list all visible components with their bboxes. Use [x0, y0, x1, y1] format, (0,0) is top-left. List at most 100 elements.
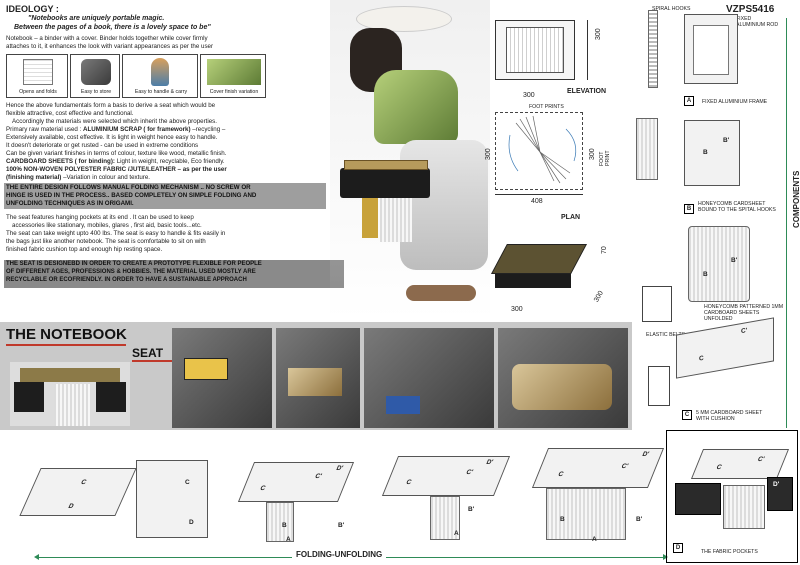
letter-b-prime: B'	[636, 516, 643, 523]
render-pocket	[14, 382, 44, 412]
thumbnail-strip: Opens and folds Easy to store Easy to ha…	[6, 54, 266, 98]
frame-opening	[693, 25, 729, 75]
render-fabric-top	[20, 368, 120, 382]
photo-monks	[498, 328, 628, 428]
foot-print-side-label: FOOT PRINT	[599, 150, 611, 166]
components-side-label: COMPONENTS	[792, 170, 800, 228]
badge-b: B	[684, 204, 694, 214]
elevation-drawing	[495, 20, 575, 80]
manual-mechanism-block: THE ENTIRE DESIGN FOLLOWS MANUAL FOLDING…	[4, 183, 326, 209]
cardboard-line: CARDBOARD SHEETS ( for binding): Light i…	[6, 158, 225, 166]
material-line: Primary raw material used : ALUMINIUM SC…	[6, 126, 225, 134]
sun-hat	[356, 6, 452, 32]
folding-label: FOLDING-UNFOLDING	[292, 550, 387, 559]
aluminium-frame-drawing	[684, 14, 738, 84]
iso-seat-render	[491, 236, 595, 296]
summary-line: OF DIFFERENT AGES, PROFESSIONS & HOBBIES…	[6, 269, 256, 275]
cardboard-bold: CARDBOARD SHEETS ( for binding):	[6, 158, 115, 165]
fold-step-4-top: C' C D'	[381, 456, 511, 496]
letter-b: B	[560, 516, 565, 523]
letter-c-prime: C'	[313, 473, 323, 480]
person-illustration	[151, 58, 169, 86]
notebook-seat-product	[340, 160, 430, 198]
spiral-hooks-drawing	[648, 10, 658, 88]
plan-bottom-dim: 408	[531, 198, 543, 205]
photo-seat-in-bag	[184, 358, 228, 380]
body-line: Hence the above fundamentals form a basi…	[6, 102, 216, 109]
elevation-dim: 300	[595, 28, 602, 40]
fold-step-3-top: C' C D'	[237, 462, 355, 502]
material-lead: Primary raw material used :	[6, 126, 82, 133]
feature-line: finished fabric cushion top and enough h…	[6, 246, 163, 253]
notebook-illustration	[23, 59, 53, 85]
letter-c: C	[185, 479, 190, 486]
title-line-2: SEAT	[132, 346, 164, 360]
feature-line: the bags just like another notebook. The…	[6, 238, 206, 245]
photo-seat-blue	[386, 396, 420, 414]
summary-line: RECYCLABLE OR ECOFRIENDLY. IN ORDER TO H…	[6, 277, 247, 283]
letter-c: C	[556, 471, 565, 478]
iso-dim-height: 70	[601, 246, 608, 254]
elevation-label: ELEVATION	[567, 88, 607, 95]
letter-b-prime: B'	[468, 506, 475, 513]
woman-seated-photo	[330, 0, 490, 320]
plan-fan-svg	[508, 115, 577, 184]
photo-bag-fabric	[288, 368, 342, 396]
letter-c: C	[699, 354, 704, 363]
letter-a: A	[592, 536, 597, 543]
feature-line: accessories like stationary, mobiles, gl…	[12, 222, 202, 229]
honeycomb-unfolded-label: HONEYCOMB PATTERNED 1MM CARDBOARD SHEETS…	[704, 304, 784, 322]
thumb-label: Easy to handle & carry	[134, 89, 188, 95]
photo-bag-carry	[172, 328, 272, 428]
summary-line: THE SEAT IS DESIGNEBD IN ORDER TO CREATE…	[6, 261, 262, 267]
photo-shoulder-bag	[276, 328, 360, 428]
feature-line: The seat features hanging pockets at its…	[6, 214, 194, 221]
iso-seat-front	[495, 274, 571, 288]
fabric-line-2: (finishing material) –Variation in colou…	[6, 174, 150, 182]
letter-c-prime: C'	[465, 469, 475, 476]
letter-a: A	[286, 536, 291, 543]
plan-label: PLAN	[561, 214, 581, 221]
render-honeycomb	[54, 384, 90, 426]
letter-c: C	[258, 485, 267, 492]
fabric-bold-2: (finishing material)	[6, 174, 62, 181]
fold-step-4-legs	[430, 496, 460, 540]
badge-c: C	[682, 410, 692, 420]
elevation-dim-line	[587, 20, 588, 80]
title-underline	[6, 344, 126, 346]
letter-d: D	[66, 503, 75, 510]
title-band: THE NOTEBOOK SEAT	[0, 322, 632, 430]
plan-top-dim: 300	[523, 92, 535, 99]
seat-honeycomb	[380, 198, 412, 242]
fabric-pockets-label: THE FABRIC POCKETS	[701, 549, 758, 555]
letter-d: D	[189, 519, 194, 526]
folding-arrow-left	[34, 554, 39, 560]
plan-drawing	[495, 112, 583, 190]
letter-b-prime: B'	[723, 137, 730, 144]
cushion-sheet-drawing: C' C	[676, 317, 774, 379]
fabric-line: 100% NON-WOVEN POLYESTER FABRIC /JUTE/LE…	[6, 166, 227, 173]
ideology-intro-2: attaches to it, it enhances the look wit…	[6, 43, 214, 50]
ideology-quote-1: "Notebooks are uniquely portable magic.	[28, 15, 165, 22]
elastic-belt-detail	[642, 286, 672, 322]
badge-d: D	[673, 543, 683, 553]
technical-drawings: 300 ELEVATION 300 FOOT PRINTS 300 300 FO…	[485, 8, 630, 320]
letter-b: B	[282, 522, 287, 529]
spiral-hooks-label: SPIRAL HOOKS	[652, 6, 691, 12]
backpack-illustration	[81, 59, 111, 85]
green-top	[374, 70, 458, 144]
letter-d-prime: D'	[485, 459, 495, 466]
fixed-rod-label: FIXED ALUMINIUM ROD	[736, 16, 779, 28]
ideology-panel: IDEOLOGY : "Notebooks are uniquely porta…	[2, 2, 368, 320]
elastic-belts-label: ELASTIC BELTS	[646, 332, 686, 338]
fold-step-5: C' C D' B B' A	[516, 440, 666, 548]
elevation-frame	[506, 27, 564, 73]
letter-b-prime: B'	[731, 257, 738, 264]
thumb-label: Easy to store	[80, 89, 112, 95]
covers-illustration	[207, 59, 261, 85]
manual-line: THE ENTIRE DESIGN FOLLOWS MANUAL FOLDING…	[6, 184, 251, 191]
material-detail: Can be given variant finishes in terms o…	[6, 150, 227, 157]
folding-sequence: C D C D C' C D' B B' A C' C D' B' A C' C…	[0, 432, 668, 565]
cushion-sheet-label: 5 MM CARDBOARD SHEET WITH CUSHION	[696, 410, 763, 422]
final-seat-box: C' C D' D THE FABRIC POCKETS	[666, 430, 798, 563]
